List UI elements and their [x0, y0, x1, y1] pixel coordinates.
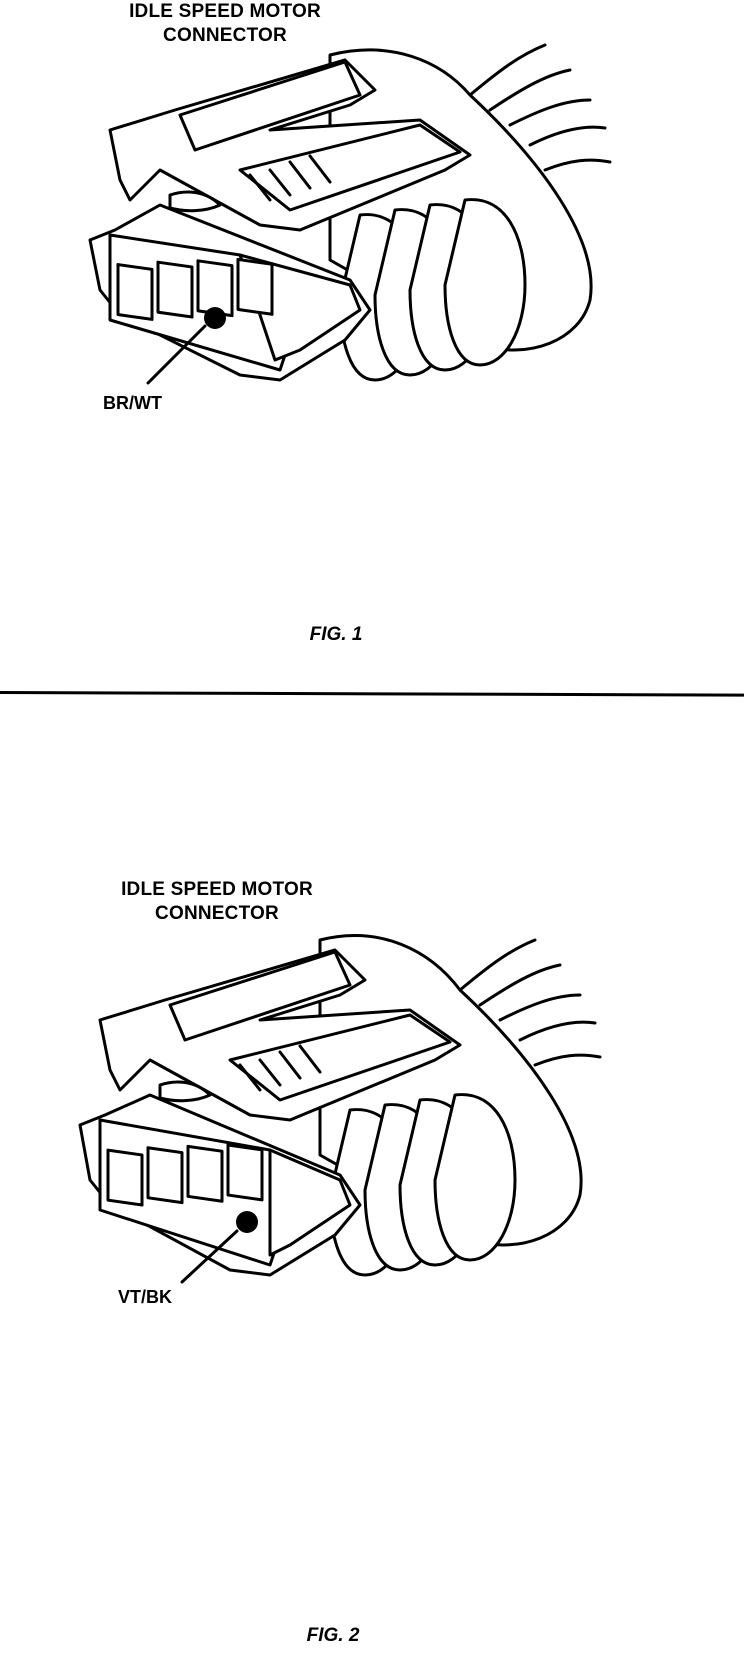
title-line-1: IDLE SPEED MOTOR — [121, 879, 313, 900]
terminal-cavities — [116, 257, 274, 329]
figure-caption: FIG. 1 — [309, 624, 363, 645]
connector-body — [328, 48, 593, 382]
figure-2: IDLE SPEED MOTOR CONNECTOR — [0, 879, 752, 1656]
pin-label: VT/BK — [118, 1287, 172, 1307]
pin-label: BR/WT — [103, 393, 162, 413]
cavity-1 — [116, 263, 154, 321]
connector-latch — [108, 58, 472, 232]
cavity-2 — [146, 1146, 184, 1205]
terminal-cavities — [106, 1143, 264, 1233]
wire-harness — [458, 938, 602, 1067]
title-line-1: IDLE SPEED MOTOR — [129, 1, 321, 22]
cavity-1 — [106, 1148, 144, 1207]
leader-line — [146, 324, 207, 385]
title-line-2: CONNECTOR — [163, 25, 287, 46]
leader-line — [180, 1229, 239, 1284]
connector-body — [318, 934, 583, 1277]
cavity-3 — [186, 1144, 224, 1203]
connector-drawing — [88, 43, 612, 385]
figure-divider — [0, 691, 745, 697]
figure-caption: FIG. 2 — [306, 1625, 360, 1646]
figure-1: IDLE SPEED MOTOR CONNECTOR — [0, 0, 752, 690]
cavity-2 — [156, 260, 194, 319]
wire-harness — [468, 43, 612, 172]
pin-dot — [236, 1211, 258, 1233]
figure-title: IDLE SPEED MOTOR CONNECTOR — [100, 0, 350, 48]
connector-drawing — [78, 934, 602, 1284]
title-line-2: CONNECTOR — [155, 903, 279, 924]
cavity-4 — [226, 1143, 264, 1202]
pin-dot — [204, 307, 226, 329]
connector-latch — [98, 948, 462, 1122]
figure-title: IDLE SPEED MOTOR CONNECTOR — [92, 878, 342, 926]
cavity-4 — [236, 257, 274, 316]
